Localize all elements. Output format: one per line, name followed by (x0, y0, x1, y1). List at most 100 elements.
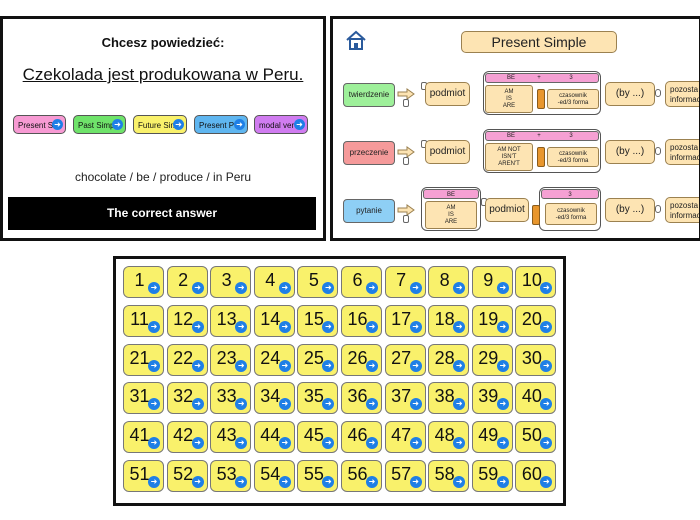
number-tile-39[interactable]: 39➜ (471, 382, 513, 415)
number-tile-42[interactable]: 42➜ (166, 421, 208, 454)
number-tile-12[interactable]: 12➜ (166, 304, 208, 337)
number-grid: 1➜2➜3➜4➜5➜6➜7➜8➜9➜10➜11➜12➜13➜14➜15➜16➜1… (113, 256, 566, 506)
link-arrow-icon: ➜ (191, 476, 204, 488)
number-tile-24[interactable]: 24➜ (253, 343, 295, 376)
number-tile-17[interactable]: 17➜ (384, 304, 426, 337)
number-tile-11[interactable]: 11➜ (123, 304, 164, 337)
number-tile-40[interactable]: 40➜ (515, 382, 557, 415)
link-arrow-icon: ➜ (366, 398, 378, 411)
number-tile-14[interactable]: 14➜ (253, 304, 295, 337)
number-tile-4[interactable]: 4➜ (253, 266, 295, 298)
link-arrow-icon: ➜ (453, 437, 466, 450)
number-label: 41 (129, 425, 150, 446)
number-tile-59[interactable]: 59➜ (471, 460, 513, 492)
number-tile-52[interactable]: 52➜ (166, 460, 208, 492)
number-tile-29[interactable]: 29➜ (471, 343, 513, 376)
number-tile-21[interactable]: 21➜ (123, 343, 164, 376)
link-arrow-icon: ➜ (278, 282, 291, 294)
be-label: BE (423, 189, 479, 199)
number-tile-32[interactable]: 32➜ (166, 382, 208, 415)
number-tile-22[interactable]: 22➜ (166, 343, 208, 376)
link-arrow-icon: ➜ (496, 398, 509, 411)
number-label: 46 (347, 425, 368, 446)
number-tile-48[interactable]: 48➜ (428, 421, 470, 454)
number-tile-38[interactable]: 38➜ (428, 382, 470, 415)
link-arrow-icon: ➜ (278, 437, 291, 450)
number-tile-3[interactable]: 3➜ (210, 266, 252, 298)
number-label: 1 (134, 270, 145, 290)
number-tile-60[interactable]: 60➜ (515, 460, 557, 492)
number-tile-36[interactable]: 36➜ (341, 382, 382, 415)
number-tile-44[interactable]: 44➜ (253, 421, 295, 454)
home-icon[interactable] (345, 29, 367, 51)
link-arrow-icon: ➜ (148, 476, 160, 488)
number-tile-56[interactable]: 56➜ (341, 460, 382, 492)
number-label: 53 (216, 464, 237, 484)
number-tile-5[interactable]: 5➜ (297, 266, 339, 298)
number-label: 58 (434, 464, 455, 484)
plus-sign: + (537, 75, 541, 81)
number-tile-15[interactable]: 15➜ (297, 304, 339, 337)
number-tile-41[interactable]: 41➜ (123, 421, 164, 454)
link-arrow-icon: ➜ (278, 320, 291, 333)
number-tile-35[interactable]: 35➜ (297, 382, 339, 415)
number-tile-51[interactable]: 51➜ (123, 460, 164, 492)
number-tile-55[interactable]: 55➜ (297, 460, 339, 492)
number-label: 17 (391, 308, 412, 329)
tense-button-1[interactable]: Present Sim➜ (13, 115, 66, 134)
number-tile-20[interactable]: 20➜ (515, 304, 557, 337)
link-arrow-icon: ➜ (322, 437, 335, 450)
number-tile-53[interactable]: 53➜ (210, 460, 252, 492)
number-tile-46[interactable]: 46➜ (341, 421, 382, 454)
number-tile-57[interactable]: 57➜ (384, 460, 426, 492)
number-tile-2[interactable]: 2➜ (166, 266, 208, 298)
number-tile-27[interactable]: 27➜ (384, 343, 426, 376)
number-tile-16[interactable]: 16➜ (341, 304, 382, 337)
tense-button-5[interactable]: modal ver➜ (254, 115, 308, 134)
number-tile-47[interactable]: 47➜ (384, 421, 426, 454)
number-tile-23[interactable]: 23➜ (210, 343, 252, 376)
number-label: 33 (216, 386, 237, 407)
number-tile-7[interactable]: 7➜ (384, 266, 426, 298)
number-tile-50[interactable]: 50➜ (515, 421, 557, 454)
number-tile-13[interactable]: 13➜ (210, 304, 252, 337)
number-tile-58[interactable]: 58➜ (428, 460, 470, 492)
by-box: (by ...) (605, 198, 655, 222)
number-tile-54[interactable]: 54➜ (253, 460, 295, 492)
number-label: 49 (478, 425, 499, 446)
number-tile-25[interactable]: 25➜ (297, 343, 339, 376)
number-tile-10[interactable]: 10➜ (515, 266, 557, 298)
number-tile-8[interactable]: 8➜ (428, 266, 470, 298)
link-arrow-icon: ➜ (496, 320, 509, 333)
number-tile-19[interactable]: 19➜ (471, 304, 513, 337)
tense-button-3[interactable]: Future Simp➜ (133, 115, 187, 134)
number-tile-6[interactable]: 6➜ (341, 266, 382, 298)
number-tile-49[interactable]: 49➜ (471, 421, 513, 454)
link-arrow-icon: ➜ (148, 359, 160, 372)
number-tile-37[interactable]: 37➜ (384, 382, 426, 415)
verb-text: czasownik (559, 93, 587, 99)
correct-answer-button[interactable]: The correct answer (8, 197, 316, 230)
link-arrow-icon: ➜ (322, 359, 335, 372)
number-tile-43[interactable]: 43➜ (210, 421, 252, 454)
link-arrow-icon: ➜ (453, 320, 466, 333)
number-tile-33[interactable]: 33➜ (210, 382, 252, 415)
number-tile-34[interactable]: 34➜ (253, 382, 295, 415)
number-tile-9[interactable]: 9➜ (471, 266, 513, 298)
number-tile-28[interactable]: 28➜ (428, 343, 470, 376)
link-arrow-icon: ➜ (191, 437, 204, 450)
number-label: 4 (265, 270, 276, 290)
number-tile-31[interactable]: 31➜ (123, 382, 164, 415)
link-arrow-icon: ➜ (540, 476, 553, 488)
tense-button-4[interactable]: Present Perf➜ (194, 115, 248, 134)
number-tile-1[interactable]: 1➜ (123, 266, 164, 298)
verb-text: -ed/3 forma (555, 215, 587, 221)
number-tile-26[interactable]: 26➜ (341, 343, 382, 376)
number-tile-18[interactable]: 18➜ (428, 304, 470, 337)
tense-button-2[interactable]: Past Simp➜ (73, 115, 126, 134)
number-tile-30[interactable]: 30➜ (515, 343, 557, 376)
number-label: 60 (521, 464, 542, 484)
number-tile-45[interactable]: 45➜ (297, 421, 339, 454)
link-arrow-icon: ➜ (409, 476, 422, 488)
